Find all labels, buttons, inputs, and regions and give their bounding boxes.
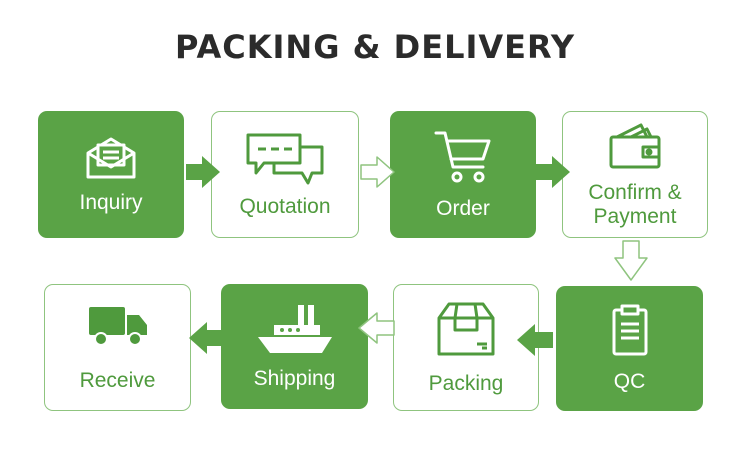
envelope-icon bbox=[86, 137, 136, 178]
step-inquiry: Inquiry bbox=[38, 111, 184, 238]
step-label: Shipping bbox=[253, 366, 336, 390]
wallet-icon bbox=[609, 123, 661, 168]
step-shipping: Shipping bbox=[221, 284, 368, 409]
arrow-down-icon bbox=[614, 240, 648, 281]
step-label: Order bbox=[436, 196, 490, 220]
arrow-right-icon bbox=[536, 156, 570, 188]
ship-icon bbox=[257, 304, 332, 353]
arrow-left-icon bbox=[189, 322, 224, 354]
step-label: Inquiry bbox=[79, 190, 143, 214]
step-label: QC bbox=[613, 369, 646, 393]
arrow-left-icon bbox=[358, 312, 395, 344]
step-quotation: Quotation bbox=[211, 111, 359, 238]
clipboard-icon bbox=[612, 304, 647, 355]
step-label: Packing bbox=[428, 371, 504, 395]
truck-icon bbox=[88, 306, 147, 346]
step-label: Receive bbox=[79, 368, 156, 392]
step-payment: Confirm & Payment bbox=[562, 111, 708, 238]
step-receive: Receive bbox=[44, 284, 191, 411]
arrow-left-icon bbox=[517, 324, 553, 356]
chat-bubbles-icon bbox=[246, 133, 324, 184]
cart-icon bbox=[434, 131, 491, 182]
step-label: Quotation bbox=[239, 194, 331, 218]
step-qc: QC bbox=[556, 286, 703, 411]
box-icon bbox=[437, 302, 495, 355]
step-order: Order bbox=[390, 111, 536, 238]
arrow-right-icon bbox=[186, 156, 220, 188]
arrow-right-icon bbox=[360, 156, 395, 188]
step-label: Confirm & Payment bbox=[588, 180, 682, 228]
page-title: PACKING & DELIVERY bbox=[174, 28, 576, 66]
step-packing: Packing bbox=[393, 284, 539, 411]
